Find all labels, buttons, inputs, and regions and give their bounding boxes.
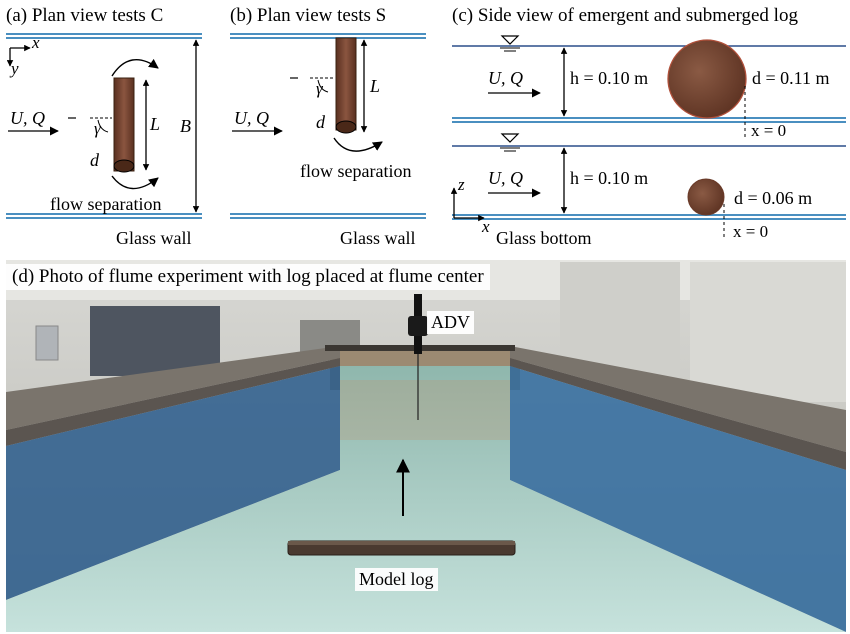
depth-label-c-top: h = 0.10 m bbox=[570, 68, 648, 88]
log-a bbox=[113, 77, 135, 172]
electrical-box bbox=[35, 325, 59, 361]
separation-label-a: flow separation bbox=[50, 194, 161, 214]
length-label-b: L bbox=[369, 76, 380, 96]
log-end-b bbox=[335, 120, 357, 134]
log-circle-emergent bbox=[667, 39, 747, 119]
model-log-label: Model log bbox=[355, 568, 438, 591]
wall-label-b: Glass wall bbox=[340, 228, 416, 248]
length-label-a: L bbox=[149, 114, 160, 134]
angle-arc-b bbox=[317, 79, 329, 93]
back-curtain bbox=[90, 306, 220, 376]
panel-a: (a) Plan view tests C x y U, Q γ d L B f… bbox=[6, 5, 202, 248]
separation-arc-top-a bbox=[111, 58, 159, 77]
z-axis-label: z bbox=[457, 175, 465, 194]
right-glass-wall bbox=[510, 366, 846, 632]
right-rail bbox=[510, 346, 846, 452]
flow-label-c-top: U, Q bbox=[488, 68, 523, 88]
wall-label-a: Glass wall bbox=[116, 228, 192, 248]
water-reflection bbox=[340, 380, 510, 440]
right-rail-shadow bbox=[510, 358, 846, 470]
angle-label-a: γ bbox=[94, 119, 102, 138]
panel-d-title: (d) Photo of flume experiment with log p… bbox=[6, 264, 490, 290]
log-b bbox=[335, 37, 357, 131]
water-level-symbol-bottom bbox=[500, 133, 520, 143]
log-circle-submerged bbox=[687, 178, 725, 216]
bottom-label-c: Glass bottom bbox=[496, 228, 592, 248]
diameter-label-a: d bbox=[90, 150, 100, 170]
separation-arc-b bbox=[333, 137, 383, 152]
left-glass-wall bbox=[6, 366, 340, 600]
diameter-label-c-bottom: d = 0.06 m bbox=[734, 188, 812, 208]
x0-label-c-bottom: x = 0 bbox=[733, 222, 768, 241]
adv-label: ADV bbox=[427, 311, 474, 334]
width-label-a: B bbox=[180, 116, 191, 136]
panel-c-title: (c) Side view of emergent and submerged … bbox=[452, 5, 798, 26]
left-rail-shadow bbox=[6, 358, 340, 446]
diameter-label-c-top: d = 0.11 m bbox=[752, 68, 829, 88]
x0-label-c-top: x = 0 bbox=[751, 121, 786, 140]
angle-arc-a bbox=[97, 119, 109, 133]
flow-label-a: U, Q bbox=[10, 108, 45, 128]
adv-probe-head bbox=[408, 316, 428, 336]
left-rail bbox=[6, 346, 340, 430]
diameter-label-b: d bbox=[316, 112, 326, 132]
separation-arc-bottom-a bbox=[111, 175, 159, 190]
flow-label-c-bottom: U, Q bbox=[488, 168, 523, 188]
panel-a-title: (a) Plan view tests C bbox=[6, 5, 163, 26]
panel-b: (b) Plan view tests S U, Q γ d L flow se… bbox=[230, 5, 426, 248]
water-level-symbol-top bbox=[500, 35, 520, 45]
log-end-a bbox=[113, 159, 135, 173]
x-axis-label-c: x bbox=[481, 217, 490, 236]
depth-label-c-bottom: h = 0.10 m bbox=[570, 168, 648, 188]
water-surface bbox=[6, 366, 846, 632]
y-axis-label-a: y bbox=[9, 59, 19, 78]
panel-b-title: (b) Plan view tests S bbox=[230, 5, 386, 26]
flow-label-b: U, Q bbox=[234, 108, 269, 128]
x-axis-label-a: x bbox=[31, 33, 40, 52]
angle-label-b: γ bbox=[316, 79, 324, 98]
separation-label-b: flow separation bbox=[300, 161, 411, 181]
model-log-highlight bbox=[288, 541, 515, 545]
right-wall-panel-2 bbox=[690, 262, 846, 402]
panel-c: (c) Side view of emergent and submerged … bbox=[450, 5, 846, 248]
